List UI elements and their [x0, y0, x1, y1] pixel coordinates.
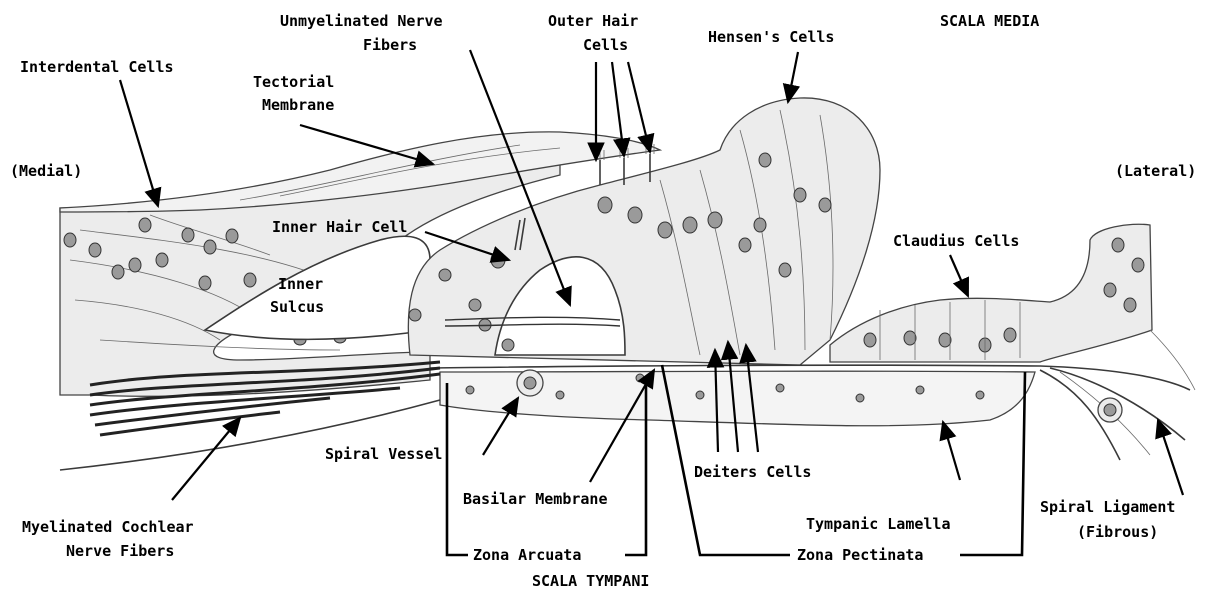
label-medial: (Medial) — [10, 162, 82, 180]
label-scala-media: SCALA MEDIA — [940, 12, 1039, 30]
label-lateral: (Lateral) — [1115, 162, 1196, 180]
label-claudius-cells: Claudius Cells — [893, 232, 1019, 250]
leader-spiral-ligament — [1158, 420, 1183, 495]
label-zona-arcuata: Zona Arcuata — [473, 546, 581, 564]
label-tectorial-line2: Membrane — [262, 96, 334, 114]
label-zona-pectinata: Zona Pectinata — [797, 546, 923, 564]
label-hensens-cells: Hensen's Cells — [708, 28, 834, 46]
label-scala-tympani: SCALA TYMPANI — [532, 572, 649, 590]
label-outer-hair-line2: Cells — [583, 36, 628, 54]
leader-myelinated — [172, 418, 240, 500]
label-interdental-cells: Interdental Cells — [20, 58, 174, 76]
label-tectorial-line1: Tectorial — [253, 73, 334, 91]
label-basilar-membrane: Basilar Membrane — [463, 490, 608, 508]
label-unmyelinated-line2: Fibers — [363, 36, 417, 54]
label-inner-hair-cell: Inner Hair Cell — [272, 218, 407, 236]
label-tympanic-lamella: Tympanic Lamella — [806, 515, 951, 533]
label-deiters-cells: Deiters Cells — [694, 463, 811, 481]
label-outer-hair-line1: Outer Hair — [548, 12, 638, 30]
label-spiral-ligament-line2: (Fibrous) — [1077, 523, 1158, 541]
label-myelinated-line2: Nerve Fibers — [66, 542, 174, 560]
label-inner-sulcus-line1: Inner — [278, 275, 323, 293]
label-myelinated-line1: Myelinated Cochlear — [22, 518, 194, 536]
leader-tectorial — [300, 125, 433, 164]
leader-hensens — [788, 52, 798, 102]
label-spiral-ligament-line1: Spiral Ligament — [1040, 498, 1175, 516]
leader-claudius — [950, 255, 968, 296]
label-unmyelinated-line1: Unmyelinated Nerve — [280, 12, 443, 30]
leader-interdental — [120, 80, 158, 206]
leader-ohc-3 — [628, 62, 650, 152]
label-spiral-vessel: Spiral Vessel — [325, 445, 442, 463]
leader-tympanic — [943, 422, 960, 480]
label-inner-sulcus-line2: Sulcus — [270, 298, 324, 316]
